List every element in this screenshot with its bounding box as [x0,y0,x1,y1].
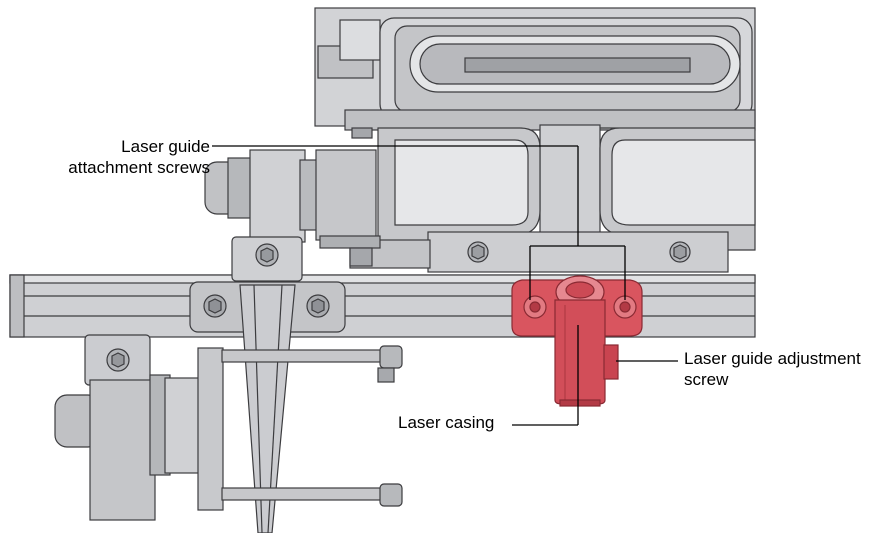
callout-adjustment-screw-line2: screw [684,370,729,389]
lower-guide-bracket [54,334,403,521]
callout-attachment-screws: Laser guide attachment screws [30,136,210,178]
callout-laser-casing: Laser casing [398,412,494,433]
callout-adjustment-screw: Laser guide adjustment screw [684,348,861,390]
leader-lines [212,145,678,426]
t-post-frame [349,124,756,273]
laser-casing-part [511,275,643,407]
callout-laser-casing-text: Laser casing [398,413,495,432]
upper-guide-bracket [204,149,381,267]
callout-adjustment-screw-line1: Laser guide adjustment [684,349,861,368]
callout-attachment-screws-line1: Laser guide [121,137,210,156]
callout-attachment-screws-line2: attachment screws [68,158,210,177]
main-rail [9,274,756,338]
upper-housing [314,7,756,151]
